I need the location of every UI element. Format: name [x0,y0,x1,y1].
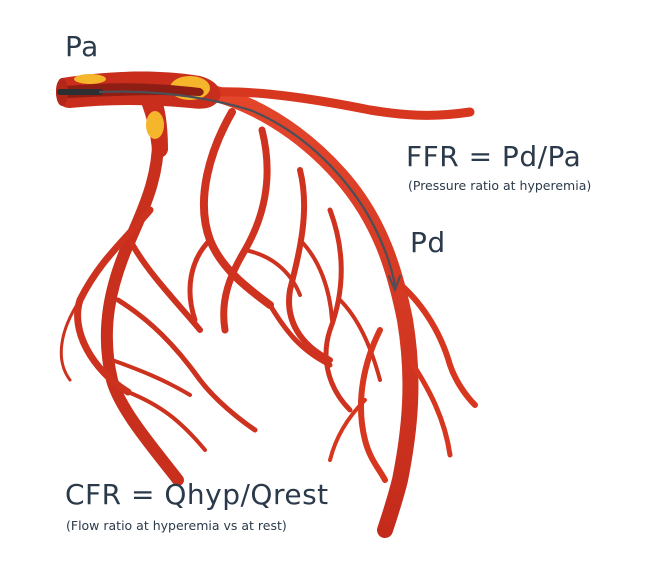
pd-label: Pd [410,226,446,259]
plaque-left [74,74,106,84]
main-vessel-trunk [192,82,419,538]
ffr-formula: FFR = Pd/Pa [406,140,582,173]
left-branch-f [59,298,82,382]
left-branch-c [115,297,258,433]
plaque-lower [146,111,164,139]
mid-branch-2a [243,248,302,297]
pressure-wire [57,89,401,293]
mid-branch-4a [338,298,382,382]
right-main-vessel [192,82,478,538]
mid-branch-1a [187,237,213,323]
main-vessel-branch-right2 [407,357,453,458]
mid-branch-3 [286,167,333,363]
main-vessel-branch-top [205,87,475,120]
ffr-note: (Pressure ratio at hyperemia) [408,178,592,193]
mid-branch-1b [267,302,333,368]
pa-label: Pa [65,30,99,63]
proximal-segment [56,71,221,158]
main-vessel-branch-left2 [328,398,367,462]
left-branch-b [129,241,203,333]
cfr-formula: CFR = Qhyp/Qrest [65,478,329,511]
wire-line [98,90,397,287]
left-branch-vessels [59,124,258,486]
wire-arrow-icon [388,275,401,293]
left-branch-e [126,390,207,452]
main-vessel-branch-left [357,327,388,483]
mid-branch-4 [323,207,353,413]
main-vessel-branch-right [392,277,478,408]
cfr-note: (Flow ratio at hyperemia vs at rest) [66,518,287,533]
mid-branch-3a [298,238,334,322]
middle-branch-vessels [187,108,382,413]
left-branch-d [110,358,192,397]
left-main-branch [100,124,184,486]
